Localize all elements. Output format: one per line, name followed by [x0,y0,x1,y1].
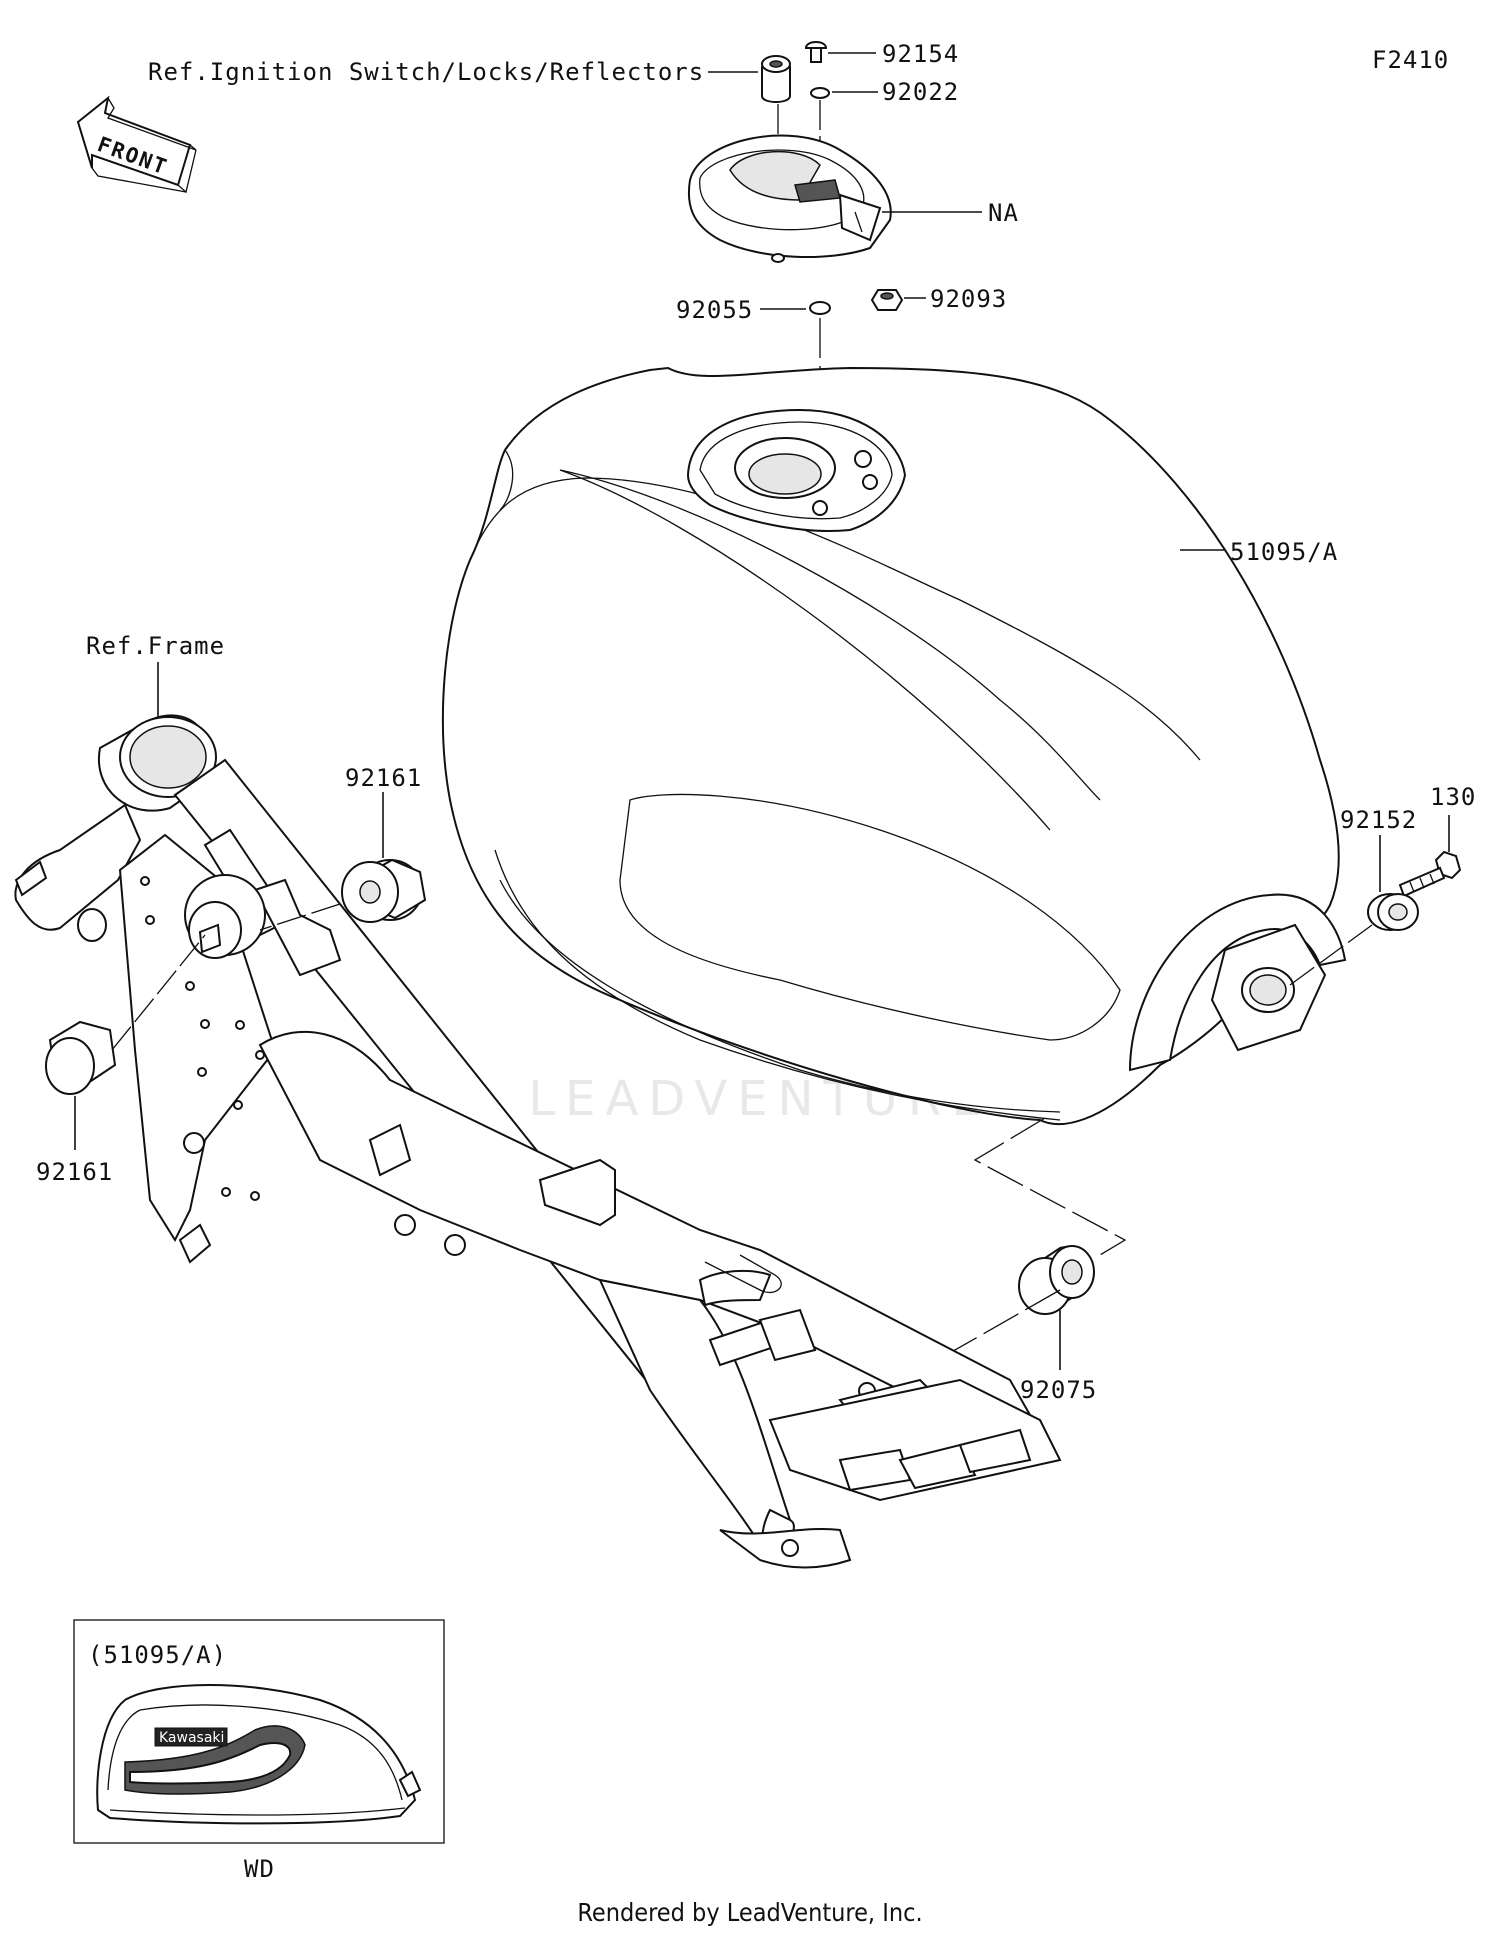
inset-title: (51095/A) [88,1641,227,1669]
damper-92161-left-part [45,1020,117,1095]
washer-92022-part [810,87,830,99]
part-92022: 92022 [882,78,959,106]
bolt-130-part [1398,850,1462,898]
part-130: 130 [1430,783,1476,811]
part-92075: 92075 [1020,1376,1097,1404]
part-92152: 92152 [1340,806,1417,834]
part-92055: 92055 [676,296,753,324]
inset-caption: WD [244,1855,275,1883]
damper-92161-top-part [341,858,427,923]
screw-92154-part [804,41,828,63]
ref-frame-label: Ref.Frame [86,632,225,660]
part-92161-left: 92161 [36,1158,113,1186]
front-arrow-icon: FRONT [76,95,197,194]
fuel-tank-part [441,366,1347,1126]
fuel-cap-assembly-part [687,134,892,263]
part-NA: NA [988,199,1019,227]
inset-brand: Kawasaki [159,1730,224,1746]
ref-ignition-label: Ref.Ignition Switch/Locks/Reflectors [148,58,704,86]
diagram-code: F2410 [1372,46,1449,74]
damper-92075-part [1018,1245,1095,1315]
footer-credit: Rendered by LeadVenture, Inc. [577,1898,923,1927]
inset-tank-illustration: Kawasaki [96,1684,422,1825]
part-51095A: 51095/A [1230,538,1338,566]
frame-part [14,714,1062,1569]
washer-92055-part [809,301,831,315]
part-92154: 92154 [882,40,959,68]
nut-92093-part [870,289,904,311]
ignition-cylinder-part [761,55,791,103]
variant-inset-box: (51095/A) Kawasaki [73,1619,445,1844]
part-92161-top: 92161 [345,764,422,792]
part-92093: 92093 [930,285,1007,313]
collar-92152-part [1367,893,1419,931]
